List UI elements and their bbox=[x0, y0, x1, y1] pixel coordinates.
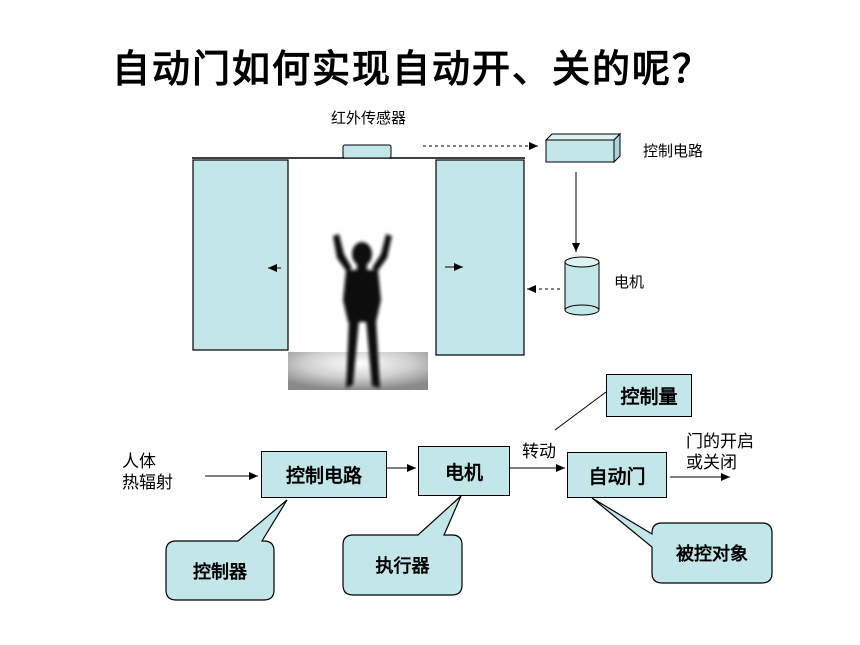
right-door-panel bbox=[435, 159, 525, 356]
slide-title: 自动门如何实现自动开、关的呢？ bbox=[112, 47, 713, 91]
infrared-sensor-label: 红外传感器 bbox=[331, 109, 407, 127]
output-label-line1: 门的开启 bbox=[686, 432, 754, 452]
box-control-circuit: 控制电路 bbox=[261, 451, 387, 498]
output-label: 门的开启 或关闭 bbox=[686, 432, 754, 474]
output-label-line2: 或关闭 bbox=[686, 453, 737, 473]
floor-photo bbox=[288, 352, 428, 390]
callout-controlled-object-text: 被控对象 bbox=[676, 544, 748, 565]
motor-cylinder bbox=[564, 256, 600, 316]
input-label-line2: 热辐射 bbox=[122, 473, 173, 493]
control-quantity-line bbox=[554, 391, 607, 431]
box-auto-door: 自动门 bbox=[567, 452, 667, 498]
callout-controller-text: 控制器 bbox=[193, 561, 247, 583]
motor-label: 电机 bbox=[614, 273, 645, 291]
callout-actuator-shape bbox=[342, 495, 463, 596]
person-silhouette bbox=[333, 234, 392, 388]
edge-rotation-label: 转动 bbox=[522, 442, 556, 462]
callout-controller-shape bbox=[165, 499, 288, 601]
box-motor: 电机 bbox=[418, 446, 510, 496]
callout-actuator-text: 执行器 bbox=[375, 556, 430, 577]
control-circuit-block bbox=[544, 132, 622, 164]
input-label: 人体 热辐射 bbox=[122, 452, 173, 494]
control-circuit-label: 控制电路 bbox=[643, 142, 704, 160]
left-door-panel bbox=[192, 159, 289, 351]
box-control-quantity: 控制量 bbox=[606, 374, 692, 417]
infrared-sensor bbox=[342, 144, 392, 159]
callout-controlled-object-shape bbox=[591, 497, 773, 584]
input-label-line1: 人体 bbox=[122, 452, 156, 472]
